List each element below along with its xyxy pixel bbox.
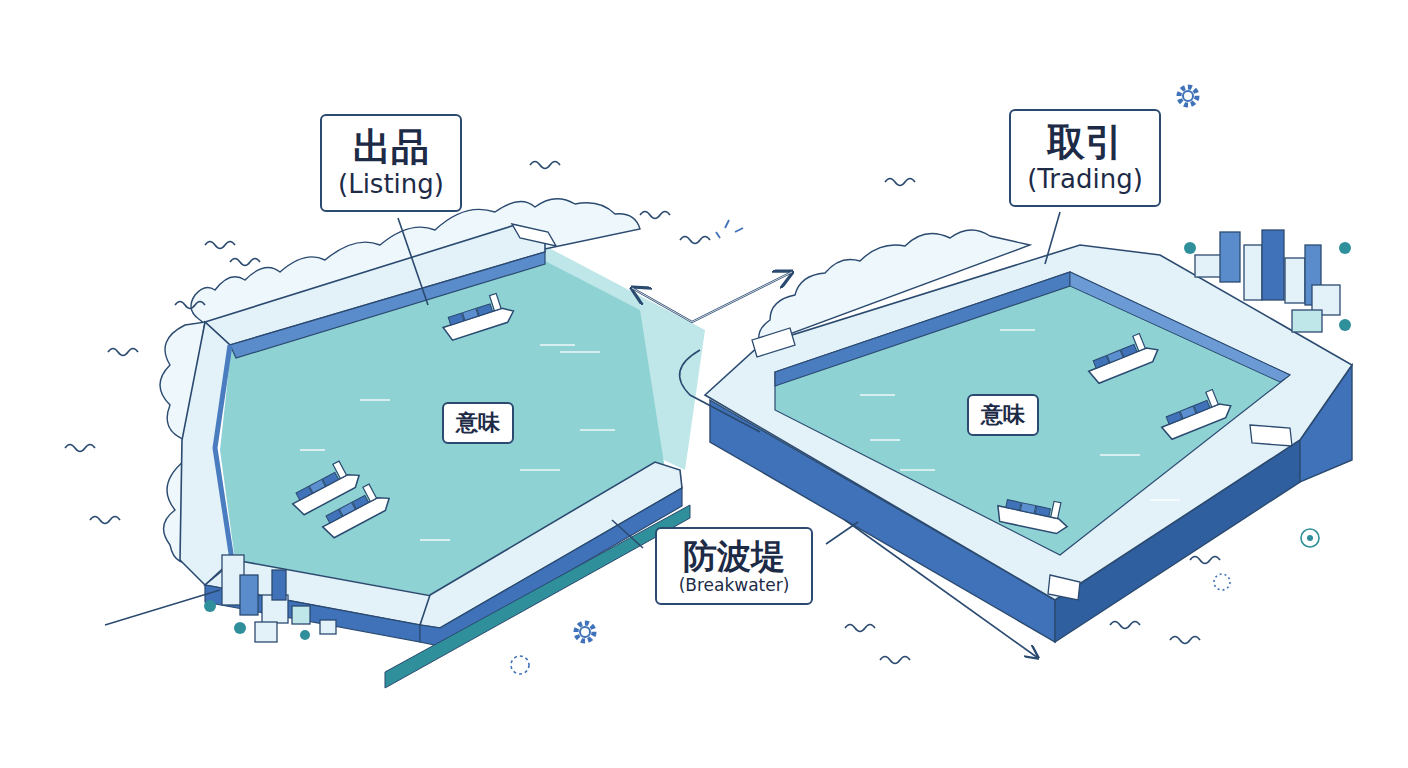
node-heading: 防波堤 (679, 537, 790, 576)
meaning-label: 意味 (967, 394, 1039, 435)
node-heading: 意味 (981, 402, 1025, 427)
node-heading: 意味 (456, 410, 500, 435)
meaning-label: 意味 (442, 402, 514, 443)
breakwater-callout: 防波堤(Breakwater) (655, 527, 814, 606)
node-subtitle: (Breakwater) (679, 576, 790, 596)
listing-callout: 出品(Listing) (320, 114, 462, 212)
node-heading: 出品 (338, 126, 444, 170)
node-heading: 取引 (1027, 121, 1143, 165)
node-subtitle: (Listing) (338, 170, 444, 200)
node-subtitle: (Trading) (1027, 165, 1143, 195)
trading-callout: 取引(Trading) (1009, 109, 1161, 207)
